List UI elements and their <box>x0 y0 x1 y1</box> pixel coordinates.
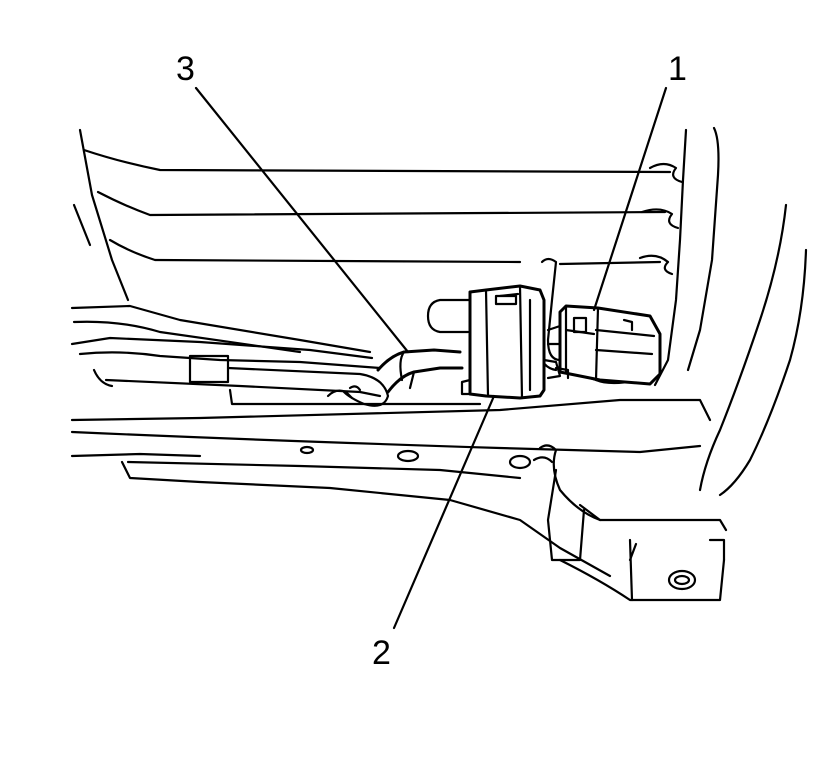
harness-clip-3 <box>376 348 464 394</box>
callout-3: 3 <box>176 50 195 88</box>
connector-body-2 <box>426 284 562 400</box>
leader-line-3 <box>194 86 410 354</box>
outer-trim <box>698 203 808 497</box>
callout-labels: 1 2 3 <box>176 50 687 672</box>
leader-line-1 <box>592 86 668 312</box>
drawing-artwork <box>70 86 808 630</box>
connector-1 <box>546 304 662 386</box>
leader-line-2 <box>392 394 496 630</box>
leader-lines <box>194 86 668 630</box>
seat-frame-rail <box>70 304 482 406</box>
callout-1: 1 <box>668 50 687 88</box>
floor-rail <box>70 398 728 602</box>
callout-2: 2 <box>372 634 391 672</box>
